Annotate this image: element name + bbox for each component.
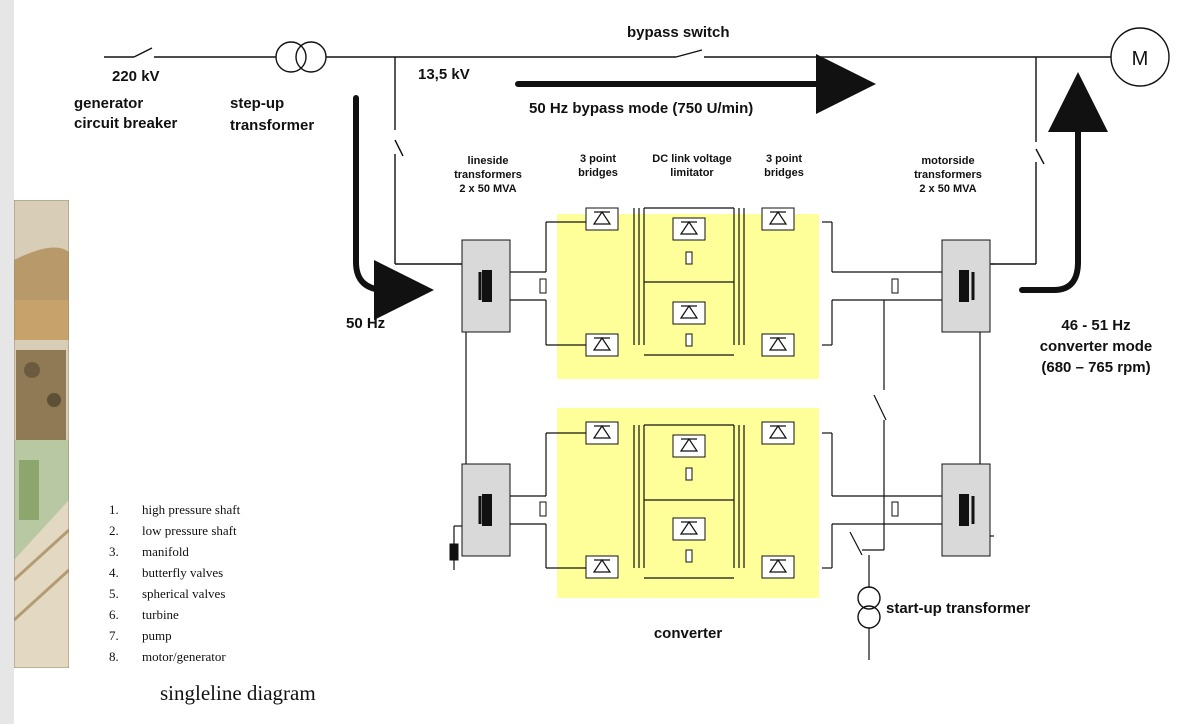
lineside-label-line3: 2 x 50 MVA — [459, 183, 516, 195]
legend-num: 1. — [109, 502, 119, 517]
lineside-transformer-top — [461, 239, 511, 333]
gcb-label-line1: generator — [74, 95, 143, 112]
dclink-label-line1: DC link voltage — [652, 153, 731, 165]
legend-text: pump — [142, 628, 172, 643]
slide: M — [14, 0, 1197, 724]
startup-transformer-label: start-up transformer — [886, 600, 1030, 617]
main-bus — [104, 47, 1111, 58]
gcb-label-line2: circuit breaker — [74, 115, 178, 132]
dc-link-resistors — [685, 251, 693, 563]
motorside-label-line1: motorside — [921, 155, 974, 167]
stepup-label-line2: transformer — [230, 117, 314, 134]
motor-symbol: M — [1110, 27, 1170, 87]
converter-label: converter — [654, 625, 723, 642]
legend-num: 8. — [109, 649, 119, 664]
legend-text: high pressure shaft — [142, 502, 241, 517]
bridges-right-label-line1: 3 point — [766, 153, 802, 165]
voltage-135-label: 13,5 kV — [418, 66, 470, 83]
bridges-right-label-line2: bridges — [764, 167, 804, 179]
motorside-label-line2: transformers — [914, 169, 982, 181]
converter-wiring — [453, 207, 994, 660]
legend-num: 2. — [109, 523, 119, 538]
legend-num: 3. — [109, 544, 119, 559]
converter-mode-line2: converter mode — [1040, 338, 1153, 355]
motorside-transformer-bottom — [941, 463, 991, 557]
bridges-left-label-line1: 3 point — [580, 153, 616, 165]
singleline-diagram: M — [74, 24, 1170, 705]
step-up-transformer-symbol — [275, 41, 327, 73]
motorside-label-line3: 2 x 50 MVA — [919, 183, 976, 195]
legend-text: turbine — [142, 607, 179, 622]
legend-text: motor/generator — [142, 649, 226, 664]
legend-text: spherical valves — [142, 586, 225, 601]
lineside-transformer-bottom — [461, 463, 511, 557]
plant-illustration — [14, 200, 69, 668]
legend-num: 7. — [109, 628, 119, 643]
motorside-transformer-top — [941, 239, 991, 333]
diagram-caption: singleline diagram — [160, 681, 316, 705]
legend-num: 6. — [109, 607, 119, 622]
thyristor-glyphs — [592, 210, 788, 573]
dclink-label-line2: limitator — [670, 167, 714, 179]
surge-resistors — [449, 278, 899, 561]
bypass-switch-label: bypass switch — [627, 24, 730, 41]
legend-text: manifold — [142, 544, 189, 559]
bypass-mode-label: 50 Hz bypass mode (750 U/min) — [529, 100, 753, 117]
start-up-transformer-symbol — [857, 586, 881, 629]
bridges-left-label-line2: bridges — [578, 167, 618, 179]
converter-mode-line3: (680 – 765 rpm) — [1041, 359, 1150, 376]
legend-text: low pressure shaft — [142, 523, 237, 538]
voltage-220-label: 220 kV — [112, 68, 160, 85]
flow-arrows — [353, 54, 1108, 320]
lineside-label-line1: lineside — [468, 155, 509, 167]
legend-list: 1. high pressure shaft 2. low pressure s… — [109, 502, 241, 664]
lineside-label-line2: transformers — [454, 169, 522, 181]
legend-num: 4. — [109, 565, 119, 580]
legend-text: butterfly valves — [142, 565, 223, 580]
hz50-label: 50 Hz — [346, 315, 385, 332]
converter-mode-line1: 46 - 51 Hz — [1061, 317, 1130, 334]
stepup-label-line1: step-up — [230, 95, 284, 112]
legend-num: 5. — [109, 586, 119, 601]
motor-label: M — [1132, 48, 1149, 70]
